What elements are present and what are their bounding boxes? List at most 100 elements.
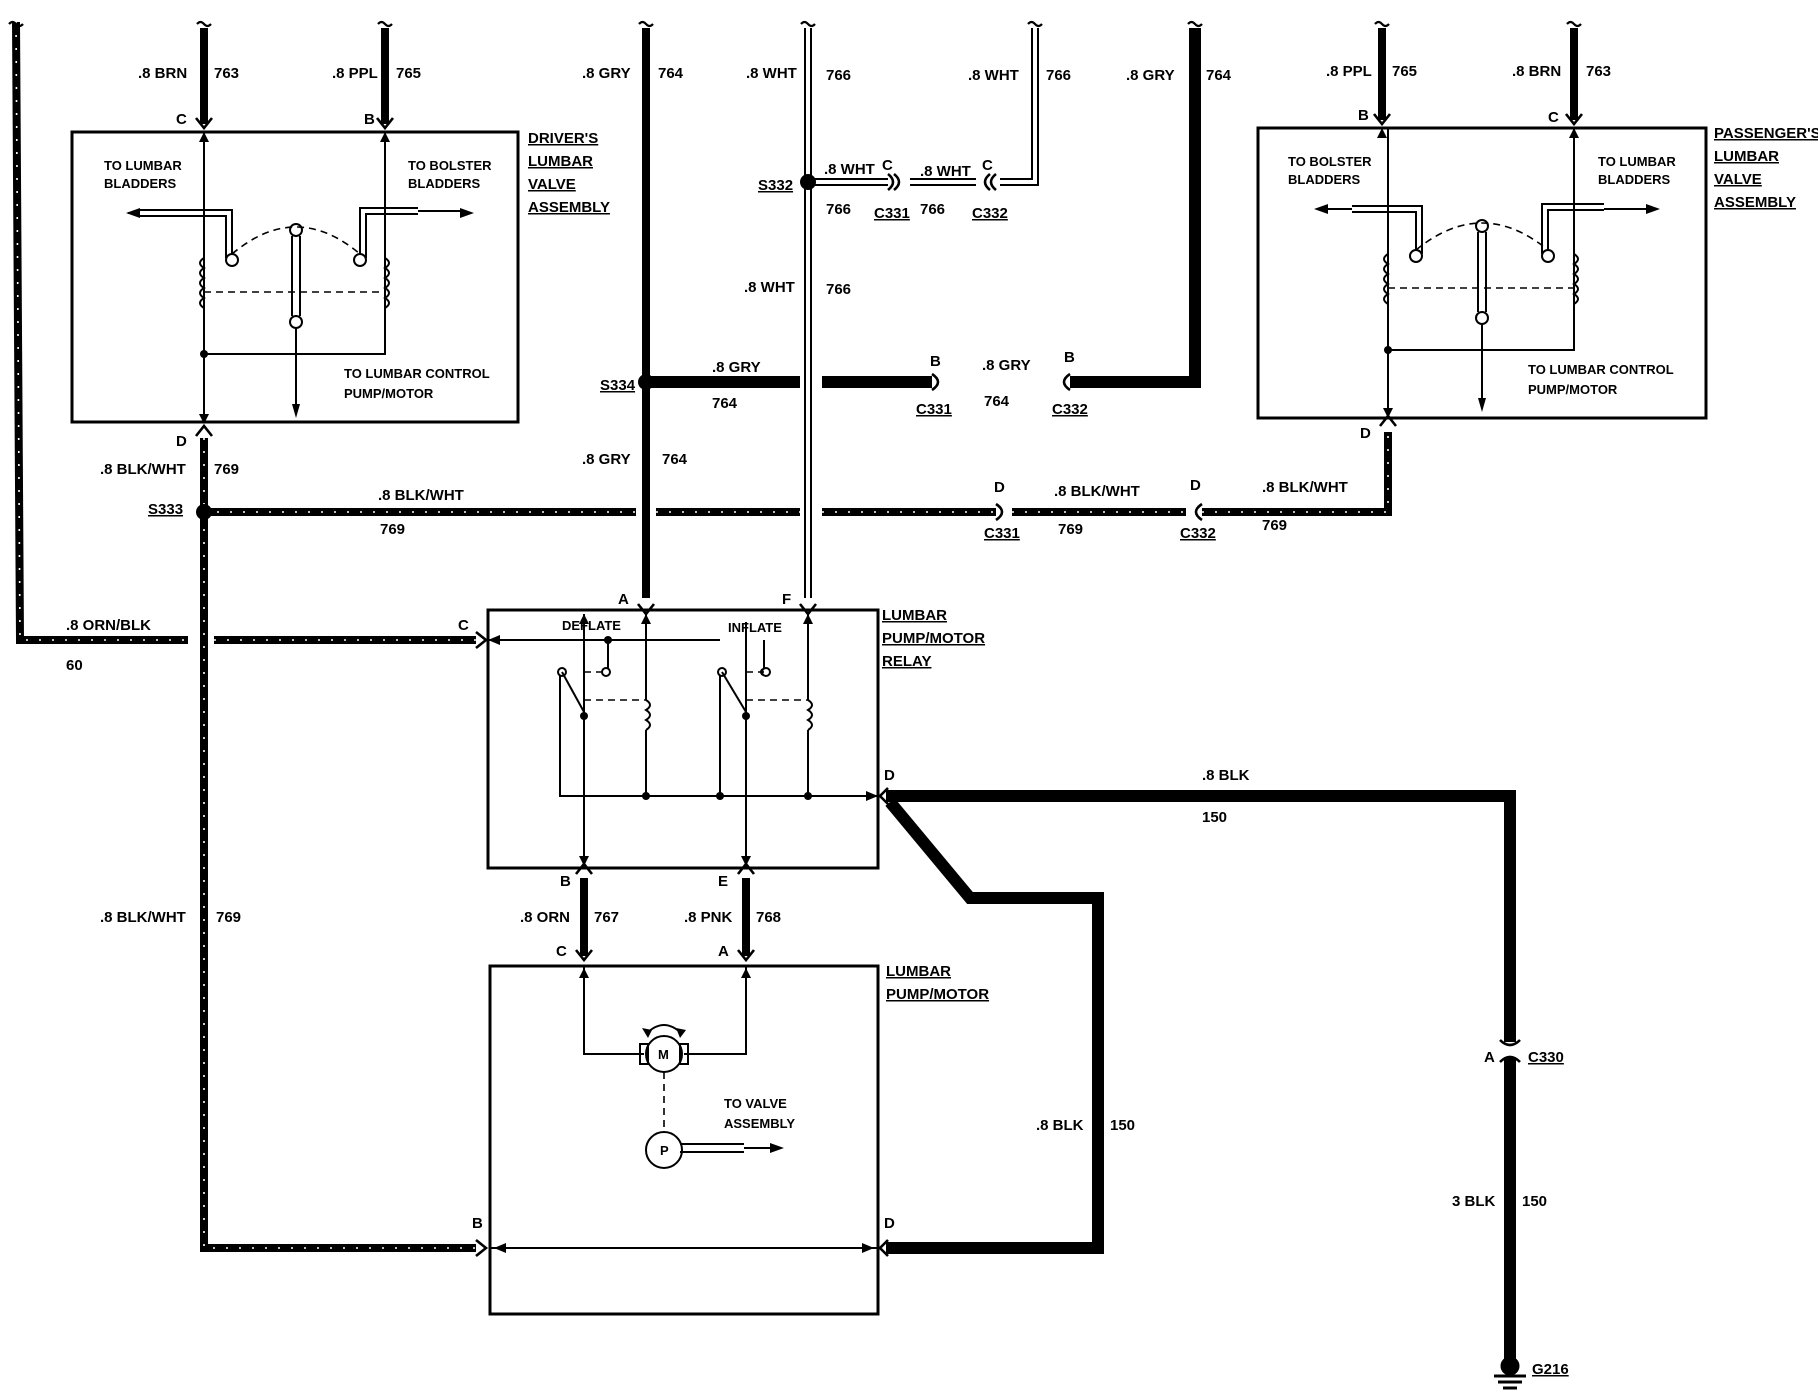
c769-label-5: 769: [216, 909, 241, 926]
passenger-valve-box: [1256, 126, 1708, 420]
wht-label-3: .8 WHT: [824, 161, 875, 178]
c769-label-2: 769: [380, 521, 405, 538]
relay-pin-a: A: [618, 591, 629, 608]
relay-pin-b: B: [560, 873, 571, 890]
driver-brn-label: .8 BRN: [138, 65, 187, 82]
gry-label-1: .8 GRY: [582, 65, 631, 82]
orn-label: .8 ORN: [520, 909, 570, 926]
wire-gry-764-horizontal: [646, 28, 1201, 388]
pass-pin-c: C: [1548, 109, 1559, 126]
c330-label: C330: [1528, 1049, 1564, 1066]
driver-pin-d: D: [176, 433, 187, 450]
blkwht-label-5: .8 BLK/WHT: [100, 909, 186, 926]
relay-title-1: LUMBAR: [882, 607, 947, 624]
c332-pin-b: B: [1064, 349, 1075, 366]
pass-pin-d: D: [1360, 425, 1371, 442]
c769-label-3: 769: [1058, 521, 1083, 538]
deflate-label: DEFLATE: [562, 618, 621, 633]
c331-label-3: C331: [984, 525, 1020, 542]
c766-label-3: 766: [826, 201, 851, 218]
pass-lumbar-note-2: BLADDERS: [1598, 172, 1671, 187]
relay-internals: [488, 614, 878, 868]
wht-label-4: .8 WHT: [920, 163, 971, 180]
blkwht-label-4: .8 BLK/WHT: [1262, 479, 1348, 496]
wire-orn-blk-60: [12, 21, 476, 644]
pump-box: [488, 964, 880, 1316]
driver-lumbar-note-1: TO LUMBAR: [104, 158, 182, 173]
c332-label-3: C332: [1180, 525, 1216, 542]
relay-pin-c: C: [458, 617, 469, 634]
driver-pin-b: B: [364, 111, 375, 128]
blk-label-2: .8 BLK: [1036, 1117, 1084, 1134]
driver-control-note-2: PUMP/MOTOR: [344, 386, 434, 401]
blk3-label: 3 BLK: [1452, 1193, 1496, 1210]
pnk-label: .8 PNK: [684, 909, 733, 926]
c331-label-2: C331: [916, 401, 952, 418]
gry-label-5: .8 GRY: [582, 451, 631, 468]
pass-control-note-1: TO LUMBAR CONTROL: [1528, 362, 1674, 377]
c332-label-2: C332: [1052, 401, 1088, 418]
pump-symbol: P: [660, 1143, 669, 1158]
c764-label-2: 764: [1206, 67, 1232, 84]
driver-valve-internals: [126, 132, 474, 424]
passenger-valve-internals: [1314, 128, 1660, 418]
valve-note-2: ASSEMBLY: [724, 1116, 795, 1131]
c332-pin-c: C: [982, 157, 993, 174]
pump-pin-c: C: [556, 943, 567, 960]
c330-pin-a: A: [1484, 1049, 1495, 1066]
gry-label-3: .8 GRY: [712, 359, 761, 376]
motor-symbol: M: [658, 1047, 669, 1062]
pass-title-2: LUMBAR: [1714, 148, 1779, 165]
relay-pin-d: D: [884, 767, 895, 784]
s333-label: S333: [148, 501, 183, 518]
pass-bolster-note-2: BLADDERS: [1288, 172, 1361, 187]
driver-control-note-1: TO LUMBAR CONTROL: [344, 366, 490, 381]
blk-label-1: .8 BLK: [1202, 767, 1250, 784]
pump-pin-d: D: [884, 1215, 895, 1232]
relay-title-2: PUMP/MOTOR: [882, 630, 985, 647]
pump-title-1: LUMBAR: [886, 963, 951, 980]
ornblk-label: .8 ORN/BLK: [66, 617, 151, 634]
c764-label-5: 764: [662, 451, 688, 468]
c150-label-3: 150: [1522, 1193, 1547, 1210]
pump-pin-a: A: [718, 943, 729, 960]
wire-wht-766-branch: [812, 28, 1039, 186]
pass-763-label: 763: [1586, 63, 1611, 80]
c766-label-2: 766: [1046, 67, 1071, 84]
c332-pin-d: D: [1190, 477, 1201, 494]
wht-label-2: .8 WHT: [968, 67, 1019, 84]
g216-label: G216: [1532, 1361, 1569, 1378]
driver-ppl-label: .8 PPL: [332, 65, 378, 82]
pass-pin-b: B: [1358, 107, 1369, 124]
driver-765-label: 765: [396, 65, 421, 82]
blkwht-label-1: .8 BLK/WHT: [100, 461, 186, 478]
pass-brn-label: .8 BRN: [1512, 63, 1561, 80]
c768-label: 768: [756, 909, 781, 926]
relay-pin-f: F: [782, 591, 791, 608]
wht-label-1: .8 WHT: [746, 65, 797, 82]
relay-title-3: RELAY: [882, 653, 931, 670]
c332-label-1: C332: [972, 205, 1008, 222]
driver-bolster-note-1: TO BOLSTER: [408, 158, 492, 173]
relay-pin-e: E: [718, 873, 728, 890]
pass-title-3: VALVE: [1714, 171, 1762, 188]
pass-765-label: 765: [1392, 63, 1417, 80]
valve-note-1: TO VALVE: [724, 1096, 787, 1111]
ground-symbol: [1494, 1356, 1526, 1390]
c331-pin-c: C: [882, 157, 893, 174]
c769-label-1: 769: [214, 461, 239, 478]
driver-title-1: DRIVER'S: [528, 130, 598, 147]
pump-internals: [490, 966, 878, 1253]
s334-label: S334: [600, 377, 636, 394]
pass-title-4: ASSEMBLY: [1714, 194, 1796, 211]
splice-s334: [638, 374, 654, 390]
c764-label-1: 764: [658, 65, 684, 82]
driver-title-3: VALVE: [528, 176, 576, 193]
wire-blk-wht-769: [200, 432, 1392, 1252]
blkwht-label-2: .8 BLK/WHT: [378, 487, 464, 504]
splice-s332: [800, 174, 816, 190]
blkwht-label-3: .8 BLK/WHT: [1054, 483, 1140, 500]
pass-bolster-note-1: TO BOLSTER: [1288, 154, 1372, 169]
c150-label-1: 150: [1202, 809, 1227, 826]
